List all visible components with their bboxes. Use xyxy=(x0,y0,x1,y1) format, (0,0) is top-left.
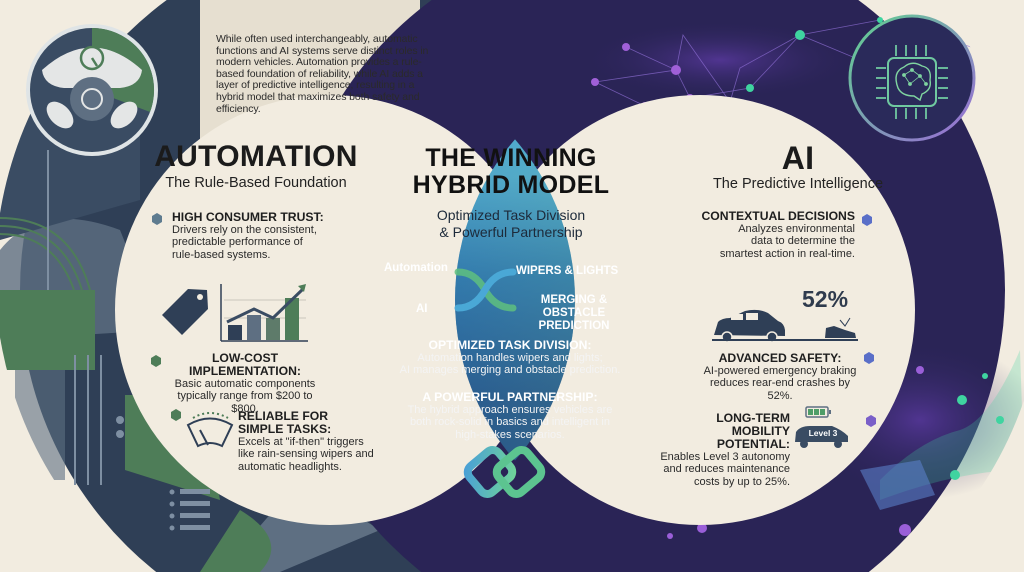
feature-advanced-safety: ADVANCED SAFETY: AI-powered emergency br… xyxy=(700,352,860,402)
task-division-diagram xyxy=(454,268,517,312)
feature-heading: CONTEXTUAL DECISIONS xyxy=(701,209,856,223)
level3-car-icon xyxy=(795,426,848,448)
hybrid-title: THE WINNING HYBRID MODEL xyxy=(380,145,642,199)
diagram-label-merging-line2: PREDICTION xyxy=(538,320,610,332)
feature-body-line2: both rock-solid in basics and intelligen… xyxy=(410,416,610,429)
price-chart-icon xyxy=(162,284,308,342)
hybrid-subtitle-line2: & Powerful Partnership xyxy=(439,224,583,240)
feature-low-cost-implementation: LOW-COST IMPLEMENTATION: Basic automatic… xyxy=(160,352,330,415)
feature-high-consumer-trust: HIGH CONSUMER TRUST: Drivers rely on the… xyxy=(172,211,342,261)
wiper-icon xyxy=(186,412,234,448)
feature-body-line2: AI manages merging and obstacle predicti… xyxy=(399,364,621,377)
battery-icon xyxy=(805,406,831,418)
feature-heading: HIGH CONSUMER TRUST: xyxy=(172,210,324,224)
chain-link-icon xyxy=(463,446,546,498)
feature-body: Excels at "if-then" triggers like rain-s… xyxy=(238,436,374,473)
car-crash-icon xyxy=(712,309,858,343)
automation-title: AUTOMATION xyxy=(154,140,358,173)
feature-body: Analyzes environmental data to determine… xyxy=(719,223,855,260)
diagram-label-merging: MERGING & OBSTACLE PREDICTION xyxy=(512,294,636,333)
brain-chip-icon xyxy=(848,14,976,142)
feature-body: AI-powered emergency braking reduces rea… xyxy=(703,365,857,402)
intro-paragraph: While often used interchangeably, automa… xyxy=(216,33,429,115)
feature-reliable-simple-tasks: RELIABLE FOR SIMPLE TASKS: Excels at "if… xyxy=(238,410,378,473)
steering-wheel-icon xyxy=(26,24,158,156)
feature-heading: ADVANCED SAFETY: xyxy=(718,351,842,365)
feature-body-line1: Automation handles wipers and lights; xyxy=(417,352,603,364)
feature-heading: LOW-COST IMPLEMENTATION: xyxy=(189,351,301,378)
feature-body: Basic automatic components typically ran… xyxy=(174,378,316,415)
feature-optimized-task-division: OPTIMIZED TASK DIVISION: Automation hand… xyxy=(370,339,650,377)
feature-body-line3: high-stakes scenarios. xyxy=(455,428,565,441)
feature-body: Enables Level 3 autonomy and reduces mai… xyxy=(660,451,790,488)
ai-title: AI xyxy=(781,140,815,176)
hybrid-title-line2: HYBRID MODEL xyxy=(412,171,610,199)
feature-heading: A POWERFUL PARTNERSHIP: xyxy=(422,390,598,404)
diagram-label-ai: AI xyxy=(416,303,428,315)
feature-body: Drivers rely on the consistent, predicta… xyxy=(172,224,317,261)
ai-subtitle: The Predictive Intelligence xyxy=(712,176,884,192)
diagram-label-merging-line1: MERGING & OBSTACLE xyxy=(540,294,608,319)
level-badge: Level 3 xyxy=(808,428,838,438)
diagram-label-automation: Automation xyxy=(384,262,448,274)
hybrid-subtitle: Optimized Task Division & Powerful Partn… xyxy=(380,207,642,241)
automation-subtitle: The Rule-Based Foundation xyxy=(165,175,347,191)
feature-long-term-mobility: LONG-TERM MOBILITY POTENTIAL: Enables Le… xyxy=(655,412,790,488)
feature-contextual-decisions: CONTEXTUAL DECISIONS Analyzes environmen… xyxy=(700,209,856,260)
feature-body-line1: The hybrid approach ensures vehicles are xyxy=(407,404,613,416)
hybrid-title-line1: THE WINNING xyxy=(425,144,597,172)
feature-heading: RELIABLE FOR SIMPLE TASKS: xyxy=(238,409,332,436)
hybrid-subtitle-line1: Optimized Task Division xyxy=(436,207,586,223)
feature-heading-line1: LONG-TERM MOBILITY xyxy=(716,411,790,438)
feature-powerful-partnership: A POWERFUL PARTNERSHIP: The hybrid appro… xyxy=(370,391,650,441)
feature-heading-line2: POTENTIAL: xyxy=(716,437,790,451)
feature-heading: OPTIMIZED TASK DIVISION: xyxy=(428,338,592,352)
safety-stat: 52% xyxy=(802,286,849,312)
diagram-label-wipers-lights: WIPERS & LIGHTS xyxy=(516,265,619,277)
